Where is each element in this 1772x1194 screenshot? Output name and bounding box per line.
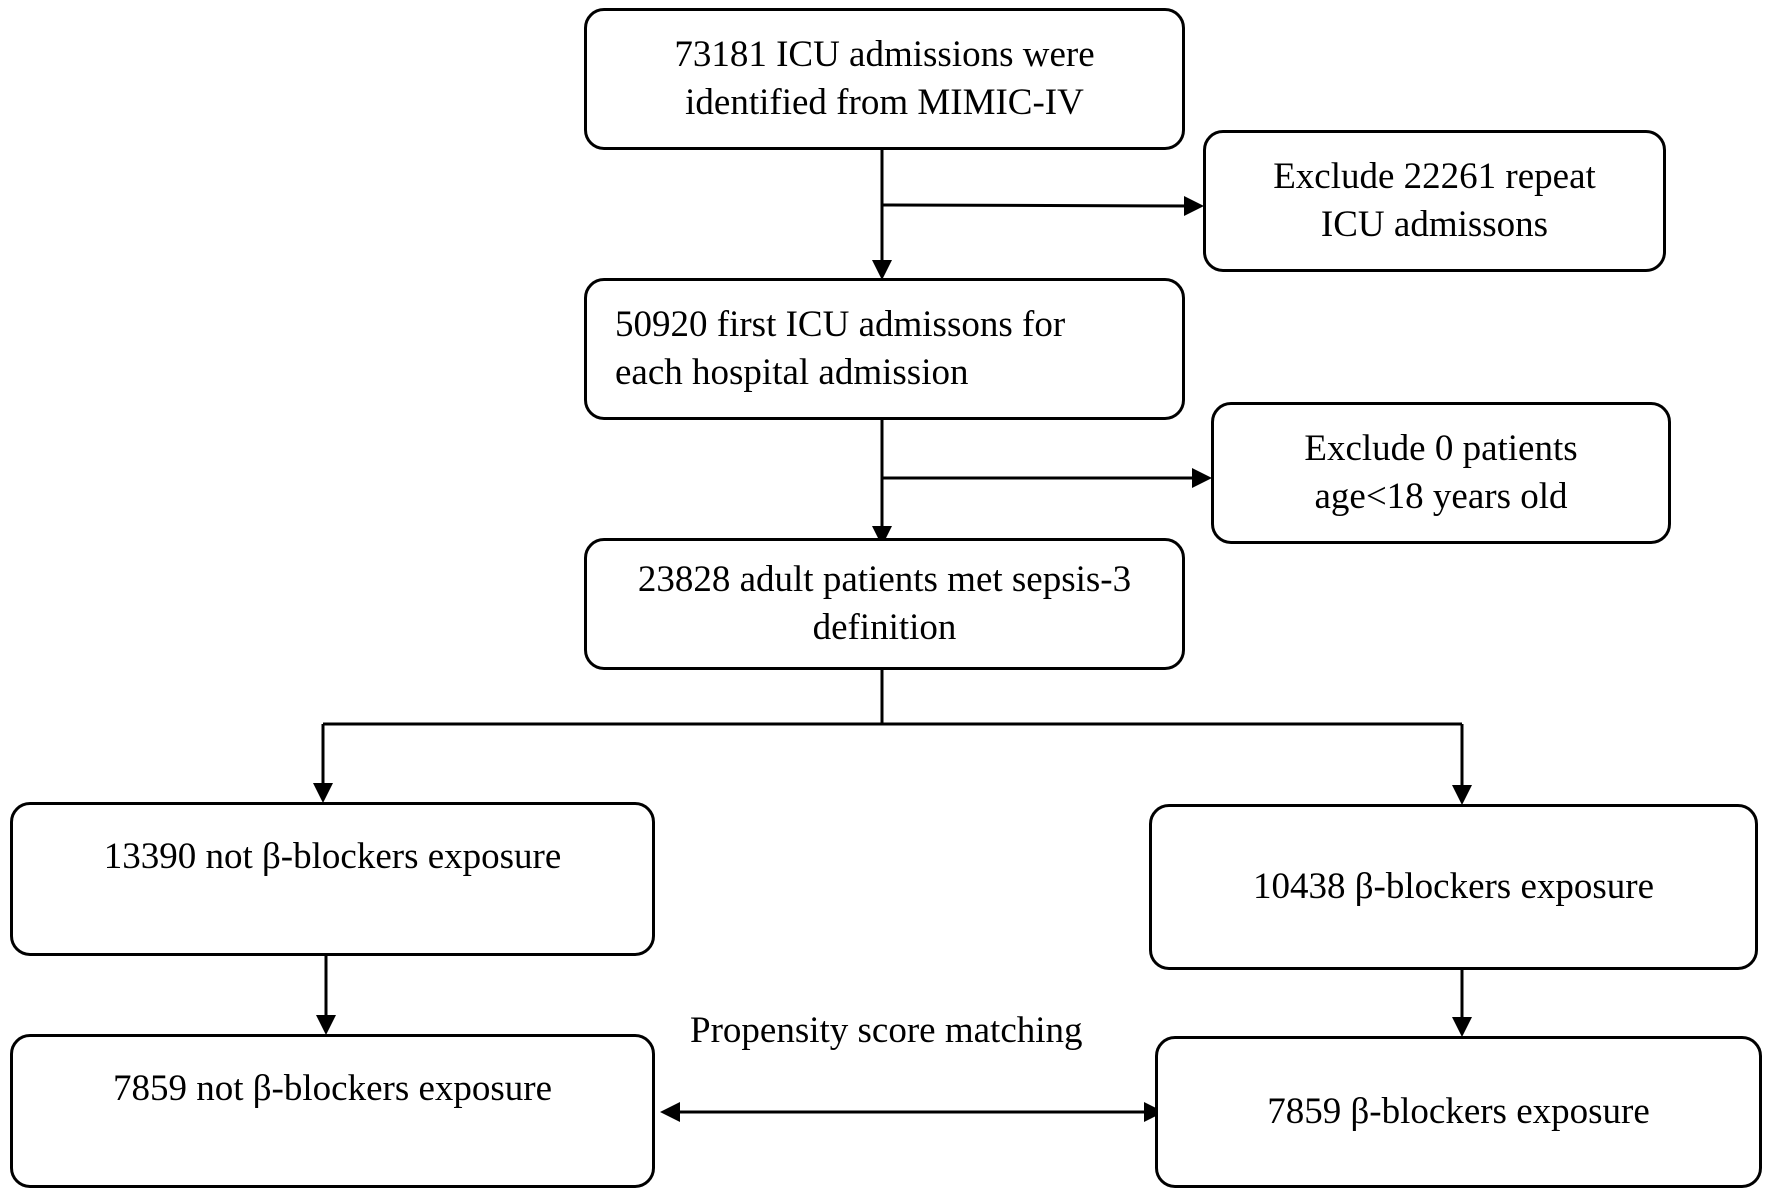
box-first-icu-line2: each hospital admission	[615, 352, 969, 393]
box-exclude-age: Exclude 0 patients age<18 years old	[1211, 402, 1671, 544]
arrowhead-sepsis	[872, 526, 892, 546]
psm-label: Propensity score matching	[690, 1010, 1083, 1051]
box-sepsis-line1: 23828 adult patients met sepsis-3	[637, 559, 1132, 600]
arrowhead-psm-left	[660, 1102, 680, 1122]
box-mimic-line1: 73181 ICU admissions were	[674, 34, 1095, 75]
box-sepsis-line2: definition	[812, 607, 957, 648]
box-sepsis: 23828 adult patients met sepsis-3 defini…	[584, 538, 1185, 670]
arrowhead-psm-right	[1144, 1102, 1164, 1122]
arrowhead-exclude-age	[1192, 468, 1212, 488]
box-exclude-age-line1: Exclude 0 patients	[1304, 428, 1578, 469]
arrowhead-not-bb	[313, 783, 333, 803]
box-exclude-age-line2: age<18 years old	[1314, 476, 1568, 517]
box-exclude-repeat: Exclude 22261 repeat ICU admissons	[1203, 130, 1666, 272]
box-not-bb-text: 13390 not β-blockers exposure	[103, 836, 562, 877]
arrowhead-not-bb-matched	[316, 1015, 336, 1035]
arrow-to-exclude-repeat	[881, 203, 1201, 208]
arrowhead-bb	[1452, 785, 1472, 805]
box-bb-matched: 7859 β-blockers exposure	[1155, 1036, 1762, 1188]
box-not-bb-matched-text: 7859 not β-blockers exposure	[112, 1068, 553, 1109]
box-not-bb-matched: 7859 not β-blockers exposure	[10, 1034, 655, 1188]
arrowhead-first-icu	[872, 260, 892, 280]
arrowhead-bb-matched	[1452, 1017, 1472, 1037]
box-not-bb-exposure: 13390 not β-blockers exposure	[10, 802, 655, 956]
box-first-icu: 50920 first ICU admissons for each hospi…	[584, 278, 1185, 420]
arrowhead-exclude-repeat	[1184, 196, 1204, 216]
box-exclude-repeat-line2: ICU admissons	[1320, 204, 1549, 245]
box-bb-text: 10438 β-blockers exposure	[1252, 866, 1655, 907]
box-bb-matched-text: 7859 β-blockers exposure	[1267, 1091, 1650, 1132]
box-exclude-repeat-line1: Exclude 22261 repeat	[1273, 156, 1596, 197]
box-mimic-admissions: 73181 ICU admissions were identified fro…	[584, 8, 1185, 150]
box-bb-exposure: 10438 β-blockers exposure	[1149, 804, 1758, 970]
box-first-icu-line1: 50920 first ICU admissons for	[615, 304, 1066, 345]
box-mimic-line2: identified from MIMIC-IV	[685, 82, 1084, 123]
